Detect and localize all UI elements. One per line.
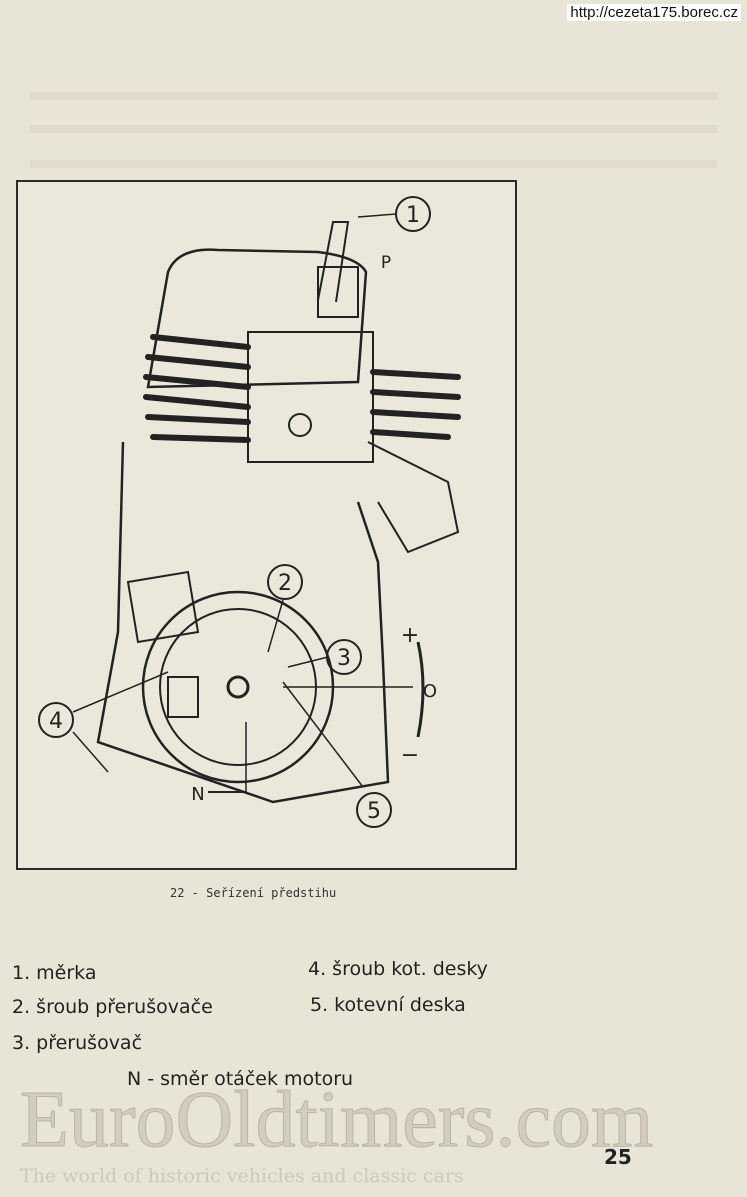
legend-item-3: 3. přerušovač [12,1032,143,1054]
watermark-subtitle: The world of historic vehicles and class… [20,1165,464,1187]
engine-diagram: 1 2 3 4 5 P + O − N [16,180,517,870]
bleedthrough-text [30,92,717,100]
legend-item-2: 2. šroub přerušovače [12,996,213,1018]
legend-item-5: 5. kotevní deska [310,994,466,1016]
callout-4: 4 [49,709,63,734]
source-url: http://cezeta175.borec.cz [567,4,741,21]
bleedthrough-text [30,125,717,133]
callout-3: 3 [337,646,351,671]
legend-item-1: 1. měrka [12,962,97,984]
callout-5: 5 [367,799,381,824]
label-plus: + [401,623,419,648]
watermark-title: EuroOldtimers.com [19,1076,654,1164]
label-n: N [191,784,204,805]
label-p: P [381,253,391,273]
legend-item-4: 4. šroub kot. desky [308,958,488,980]
callout-2: 2 [278,571,292,596]
page-number: 25 [604,1145,632,1169]
callout-1: 1 [406,203,420,228]
legend-note: N - směr otáček motoru [127,1068,354,1090]
bleedthrough-text [30,160,717,168]
figure-caption: 22 - Seřízení předstihu [170,886,337,900]
label-minus: − [401,743,419,768]
label-o: O [423,681,437,702]
